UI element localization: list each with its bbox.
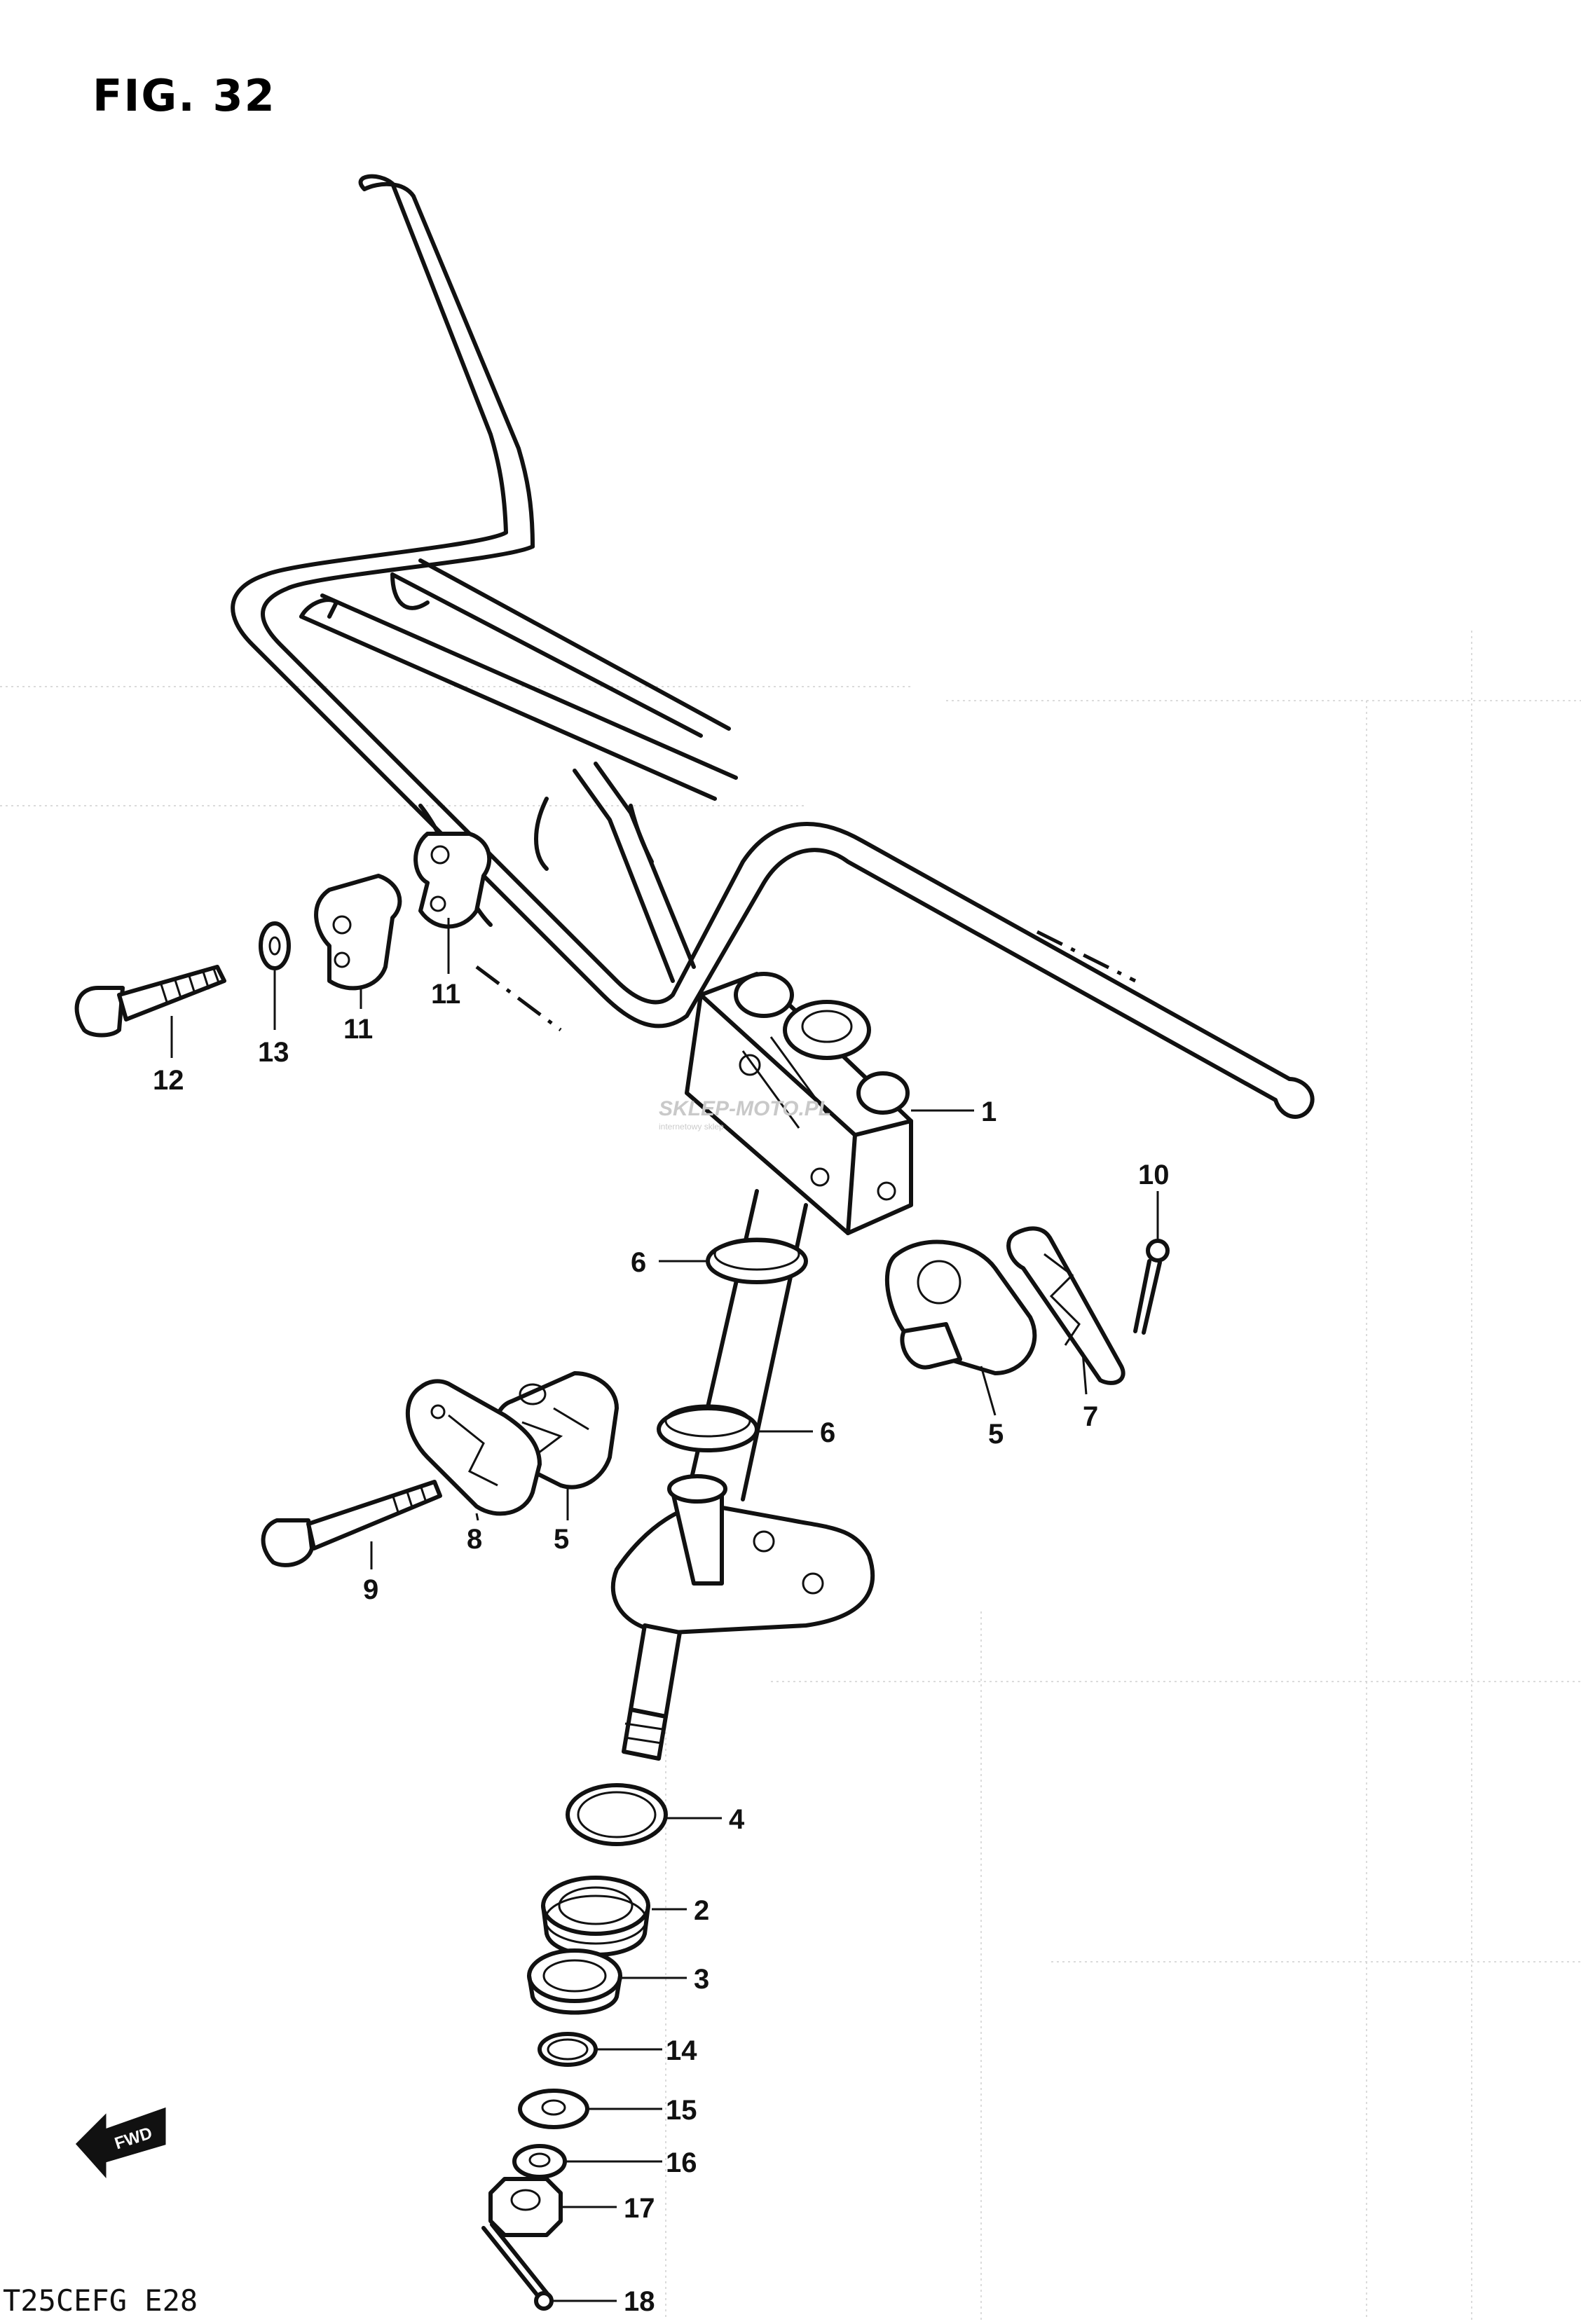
model-code: T25CEFG E28 bbox=[3, 2283, 198, 2318]
bearing-2 bbox=[541, 1876, 650, 1957]
cover-plate-7 bbox=[1006, 1226, 1125, 1385]
watermark-subtext: internetowy sklep bbox=[659, 1122, 724, 1132]
callout-2: 2 bbox=[694, 1895, 709, 1926]
washer-13 bbox=[259, 921, 291, 970]
figure-title: FIG. 32 bbox=[93, 70, 276, 121]
callout-5-lower: 5 bbox=[554, 1524, 569, 1555]
callout-14: 14 bbox=[666, 2035, 697, 2066]
callout-6-upper: 6 bbox=[631, 1247, 646, 1278]
forward-arrow-icon: FWD bbox=[75, 2107, 166, 2178]
cotter-pin-18 bbox=[481, 2222, 554, 2311]
callout-12: 12 bbox=[153, 1065, 184, 1096]
handlebar-clamp-right bbox=[413, 832, 492, 929]
steering-stem-holder bbox=[685, 972, 913, 1235]
callout-3: 3 bbox=[694, 1964, 709, 1995]
callout-6-lower: 6 bbox=[820, 1417, 835, 1448]
bolt-9 bbox=[261, 1480, 442, 1567]
handlebar-clamp-left bbox=[314, 874, 402, 991]
plate-8 bbox=[405, 1379, 542, 1516]
callout-7: 7 bbox=[1083, 1401, 1098, 1432]
race-3 bbox=[527, 1948, 622, 2015]
ring-14 bbox=[538, 2032, 598, 2067]
scan-artifacts bbox=[0, 631, 1581, 2320]
ring-4 bbox=[566, 1783, 668, 1846]
callout-16: 16 bbox=[666, 2147, 697, 2178]
callout-9: 9 bbox=[363, 1574, 378, 1605]
callout-8: 8 bbox=[467, 1524, 482, 1555]
callout-17: 17 bbox=[624, 2193, 655, 2224]
callout-10: 10 bbox=[1138, 1160, 1170, 1190]
stem-holder-5-upper bbox=[885, 1239, 1037, 1375]
leader-lines bbox=[170, 918, 1159, 2302]
nut-17 bbox=[488, 2177, 563, 2237]
steering-stem-shaft bbox=[657, 1189, 808, 1501]
callouts: 1 2 3 4 5 5 6 6 7 8 9 10 11 11 12 13 14 … bbox=[153, 979, 1170, 2317]
callout-15: 15 bbox=[666, 2095, 697, 2126]
handlebar bbox=[231, 174, 1315, 1119]
callout-1: 1 bbox=[981, 1096, 997, 1127]
callout-11-left: 11 bbox=[343, 1014, 373, 1045]
watermark: SKLEP-MOTO.PL internetowy sklep bbox=[659, 1097, 831, 1132]
steering-stem-lower-arm bbox=[610, 1474, 875, 1761]
callout-5-upper: 5 bbox=[988, 1419, 1004, 1450]
callout-18: 18 bbox=[624, 2286, 655, 2317]
cotter-pin-10 bbox=[1133, 1239, 1170, 1335]
watermark-text: SKLEP-MOTO.PL bbox=[659, 1097, 831, 1120]
callout-13: 13 bbox=[258, 1037, 289, 1068]
callout-11-right: 11 bbox=[431, 979, 460, 1010]
bolt-12 bbox=[74, 965, 226, 1038]
washer-16 bbox=[512, 2144, 567, 2179]
washer-15 bbox=[518, 2089, 589, 2129]
callout-4: 4 bbox=[729, 1804, 745, 1835]
